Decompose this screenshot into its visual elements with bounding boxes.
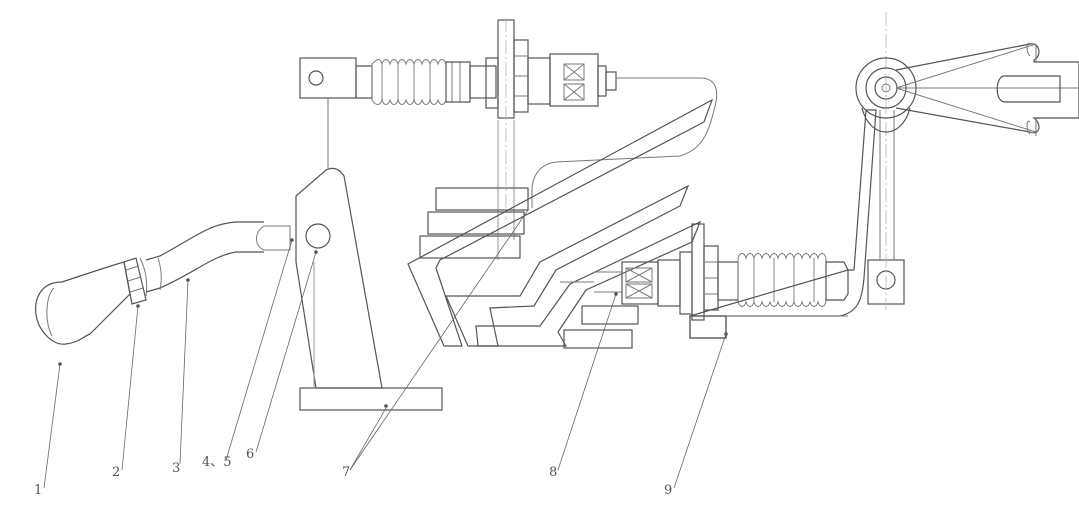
callout-3: 3: [172, 461, 180, 476]
top-wire-harness: [497, 77, 718, 260]
lower-switch-body: [560, 223, 739, 321]
knob-lock-nut: [123, 257, 147, 305]
callout-labels: 1 2 3 4、5 6 7 8 9: [34, 447, 672, 498]
callout-8: 8: [549, 465, 557, 480]
manufacturer-logo: [407, 98, 714, 349]
lower-bellows-boot: [737, 253, 849, 307]
callout-6: 6: [246, 447, 254, 462]
top-switch-body: [445, 18, 617, 220]
top-bellows-boot: [355, 59, 447, 105]
leader-lines: [43, 209, 728, 489]
pivot-bracket: [295, 167, 443, 411]
callout-4-5: 4、5: [202, 455, 232, 470]
callout-9: 9: [664, 483, 672, 498]
shift-lever-rod: [139, 221, 291, 297]
upper-fork-arm: [895, 42, 1079, 136]
callout-1: 1: [34, 483, 42, 498]
callout-2: 2: [112, 465, 120, 480]
bell-crank-linkage: [689, 12, 905, 339]
callout-7: 7: [342, 465, 350, 480]
shift-knob: [35, 261, 131, 345]
top-clevis-bracket: [299, 57, 357, 170]
